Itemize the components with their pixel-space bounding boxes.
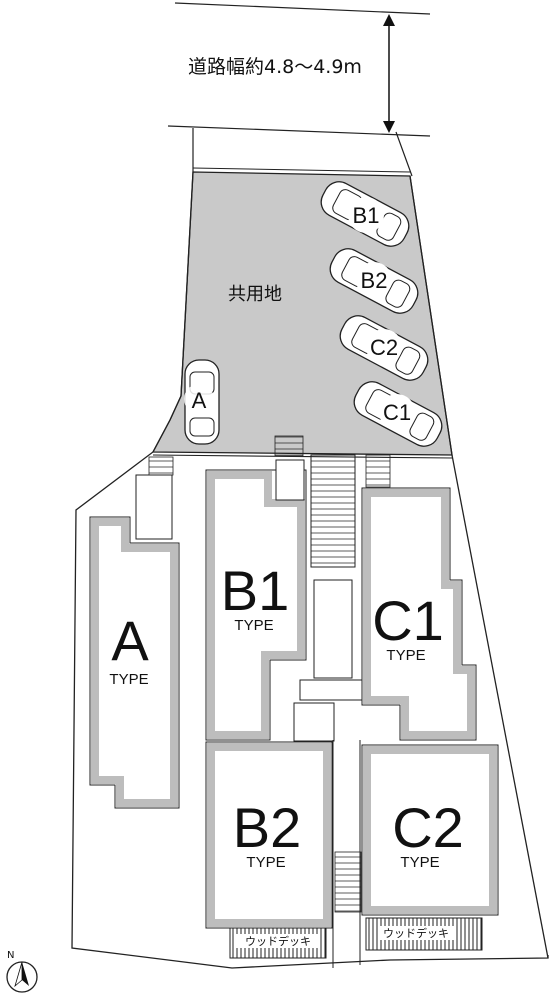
unit-c2-name: C2 xyxy=(392,796,464,859)
wood-deck-b2: ウッドデッキ xyxy=(229,927,327,959)
unit-b1-type: TYPE xyxy=(234,617,273,634)
central-stairs xyxy=(293,454,363,968)
unit-c2-footprint xyxy=(361,744,499,916)
wood-deck-c2: ウッドデッキ xyxy=(365,917,483,951)
unit-b2-footprint xyxy=(205,741,333,929)
unit-a-name: A xyxy=(111,609,149,672)
site-boundary xyxy=(71,171,549,969)
parking-label-a: A xyxy=(184,384,214,414)
common-area-label: 共用地 xyxy=(228,284,282,305)
unit-b1-name: B1 xyxy=(221,559,290,622)
svg-text:ウッドデッキ: ウッドデッキ xyxy=(383,926,449,940)
parking-label-c1: C1 xyxy=(379,394,415,430)
svg-text:C2: C2 xyxy=(370,335,398,360)
compass: N xyxy=(6,950,38,993)
unit-b2-name: B2 xyxy=(233,796,302,859)
parking-label-b1: B1 xyxy=(348,197,384,233)
svg-text:A: A xyxy=(192,388,207,413)
unit-a-footprint xyxy=(89,456,180,809)
svg-text:B1: B1 xyxy=(353,203,380,228)
unit-b1-footprint xyxy=(205,435,307,741)
svg-text:B2: B2 xyxy=(361,268,388,293)
parking-label-b2: B2 xyxy=(356,262,392,298)
road-width-label: 道路幅約4.8〜4.9m xyxy=(188,56,362,78)
north-arrow-icon xyxy=(22,962,29,986)
compass-label: N xyxy=(7,950,14,961)
unit-b2-type: TYPE xyxy=(246,854,285,871)
parking-label-c2: C2 xyxy=(366,329,402,365)
frontage-strip xyxy=(192,128,413,177)
svg-text:C1: C1 xyxy=(383,400,411,425)
road: 道路幅約4.8〜4.9m xyxy=(167,2,431,137)
unit-c1-name: C1 xyxy=(372,589,444,652)
unit-c1-footprint xyxy=(361,454,477,741)
unit-c2-type: TYPE xyxy=(400,854,439,871)
svg-text:ウッドデッキ: ウッドデッキ xyxy=(245,934,311,948)
unit-c1-type: TYPE xyxy=(386,647,425,664)
road-width-arrow xyxy=(383,14,395,133)
unit-a-type: TYPE xyxy=(109,671,148,688)
